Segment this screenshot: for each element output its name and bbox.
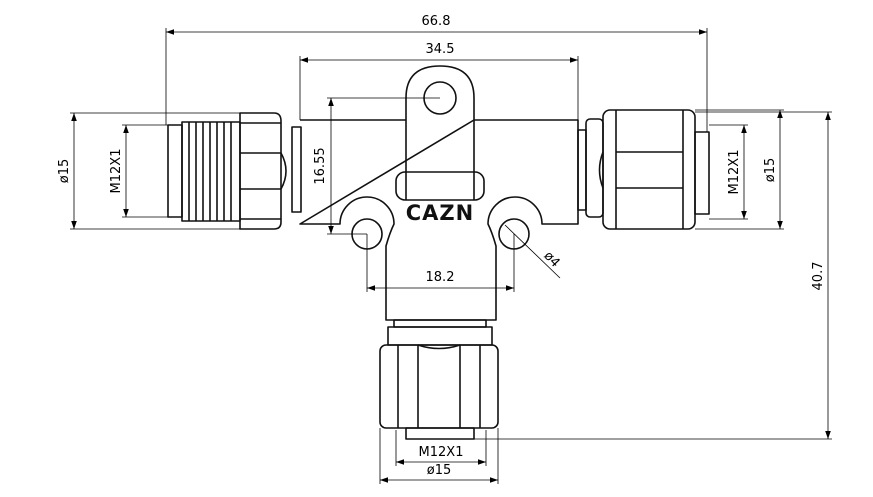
left-neck — [291, 126, 302, 213]
brand-logo: CAZN — [406, 201, 474, 225]
right-flange — [585, 118, 604, 218]
dim-right-thread: M12X1 — [727, 150, 742, 195]
dimension-labels: 66.8 34.5 ø15 M12X1 M12X1 ø15 16.55 18.2… — [57, 14, 826, 478]
mounting-tab — [405, 65, 475, 200]
left-nut — [239, 112, 282, 230]
dim-left-diameter: ø15 — [57, 159, 72, 184]
left-thread-tip — [167, 124, 183, 218]
label-slot — [395, 171, 485, 201]
dim-hole-diameter: ø4 — [541, 249, 563, 271]
dim-overall-width: 66.8 — [422, 14, 451, 29]
right-neck — [577, 129, 587, 211]
bottom-flange-1 — [393, 319, 487, 328]
dim-right-diameter: ø15 — [763, 158, 778, 183]
dim-tab-height: 16.55 — [313, 147, 328, 184]
dim-left-thread: M12X1 — [109, 149, 124, 194]
dimension-lines — [70, 28, 832, 484]
dim-hole-spacing: 18.2 — [426, 270, 455, 285]
bottom-flange-2 — [387, 326, 493, 346]
right-socket — [694, 131, 710, 215]
dim-bottom-thread: M12X1 — [419, 445, 464, 460]
bottom-socket — [405, 427, 475, 440]
main-body — [299, 119, 579, 321]
dim-body-width: 34.5 — [426, 42, 455, 57]
part-outline — [167, 65, 710, 440]
dim-bottom-diameter: ø15 — [427, 463, 452, 478]
dim-overall-height: 40.7 — [811, 262, 826, 291]
